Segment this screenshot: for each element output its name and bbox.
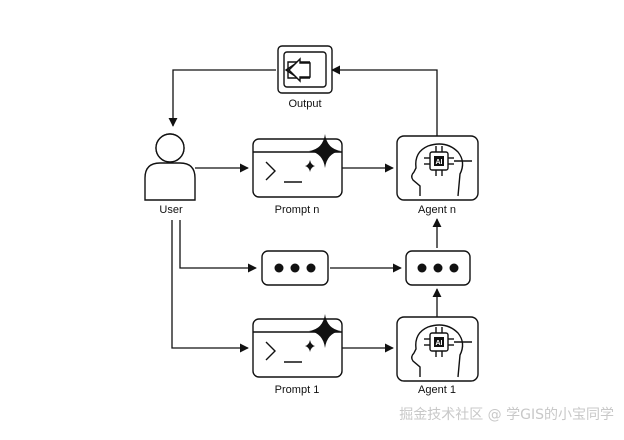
right-ellipsis-node — [405, 250, 471, 286]
arrow-output-to-user — [168, 69, 276, 127]
agent-n-node — [396, 135, 479, 201]
head-profile-icon — [411, 143, 464, 197]
arrow-user-to-middle-ellipsis — [179, 220, 257, 273]
head-profile-icon — [411, 324, 464, 378]
sparkle-icon-prompt-1 — [309, 314, 341, 348]
terminal-chevron-icon — [265, 341, 276, 361]
prompt-1-label: Prompt 1 — [274, 384, 320, 396]
sparkle-small-icon-prompt-1 — [305, 340, 315, 352]
output-label: Output — [288, 98, 322, 110]
watermark: 掘金技术社区 @ 学GIS的小宝同学 — [399, 407, 614, 423]
prompt-n-label: Prompt n — [274, 204, 320, 216]
connectors — [168, 65, 442, 353]
ai-chip-label: AI — [436, 159, 443, 166]
user-label: User — [159, 204, 183, 216]
agent-1-label: Agent 1 — [418, 384, 456, 396]
arrow-user-to-prompt-1 — [171, 220, 249, 353]
terminal-chevron-icon — [265, 161, 276, 181]
user-avatar-icon — [144, 133, 196, 201]
sparkle-icon-prompt-n — [309, 134, 341, 168]
output-arrow-icon — [288, 57, 311, 83]
arrow-agent-n-to-output — [331, 65, 438, 136]
middle-ellipsis-node — [261, 250, 329, 286]
sparkle-small-icon-prompt-n — [305, 160, 315, 172]
agent-n-label: Agent n — [418, 204, 456, 216]
ai-chip-label: AI — [436, 340, 443, 347]
agent-1-node — [396, 316, 479, 382]
